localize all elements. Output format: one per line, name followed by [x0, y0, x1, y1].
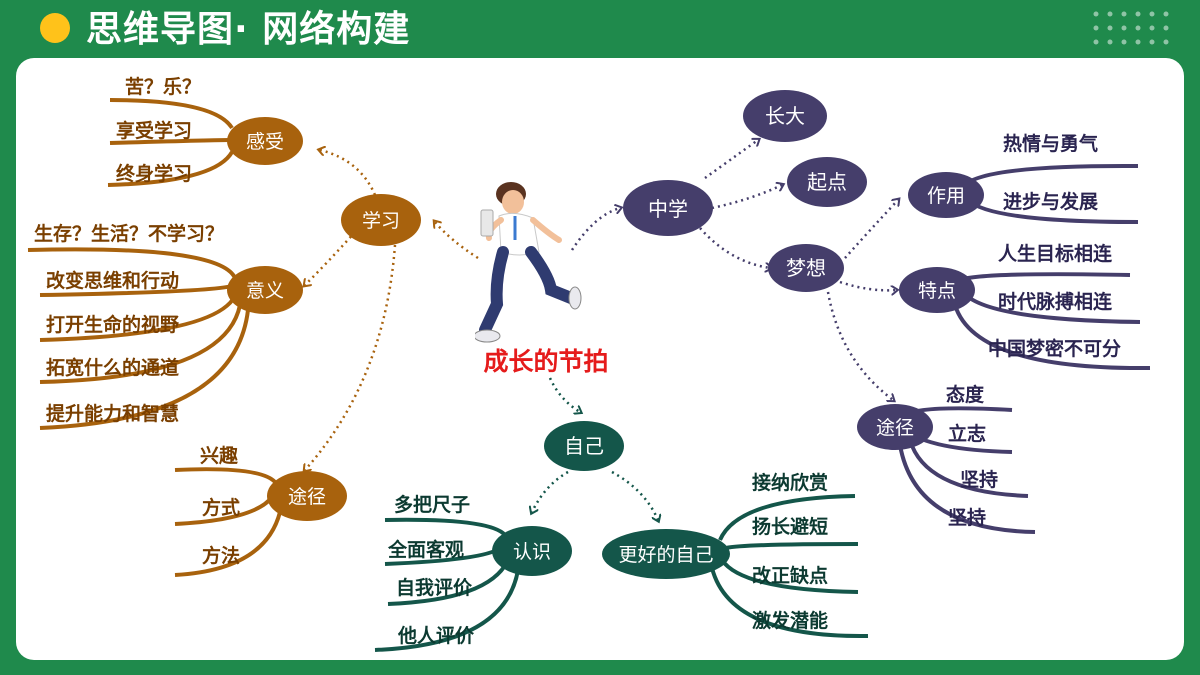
node-know-label: 认识	[513, 541, 551, 563]
node-dream[interactable]	[768, 244, 844, 292]
node-start[interactable]	[787, 157, 867, 207]
node-meaning[interactable]	[227, 266, 303, 314]
title-dot-icon	[40, 13, 70, 43]
bottom-branch: 自己 认识 更好的自己 多把尺子 全面客观 自我评价 他人评价 接纳欣赏 扬长避…	[374, 377, 869, 652]
node-effect-label: 作用	[927, 185, 965, 207]
leaf: 中国梦密不可分	[988, 337, 1121, 360]
leaf: 改正缺点	[752, 564, 828, 587]
leaf: 激发潜能	[752, 609, 828, 632]
node-better-self[interactable]	[602, 529, 730, 579]
node-way-left[interactable]	[267, 471, 347, 521]
node-self[interactable]	[544, 421, 624, 471]
page-title: 思维导图· 网络构建	[86, 9, 411, 50]
node-middle-school[interactable]	[623, 180, 713, 236]
connector	[711, 185, 782, 210]
leaf: 立志	[948, 422, 986, 445]
node-study-label: 学习	[362, 210, 400, 232]
connector	[826, 291, 893, 400]
leaf: 改变思维和行动	[46, 269, 179, 292]
node-feel-label: 感受	[246, 131, 284, 153]
leaf: 坚持	[960, 468, 998, 491]
left-branch: 学习 感受 意义 途径 苦？乐？ 享受学习 终身学习 生存？生活？不学习？ 改变…	[27, 75, 479, 577]
node-trait[interactable]	[899, 267, 975, 313]
leaf: 坚持	[948, 506, 986, 529]
leaf: 接纳欣赏	[752, 471, 828, 494]
connector	[532, 470, 569, 512]
header: 思维导图· 网络构建	[0, 0, 1200, 58]
leaf: 自我评价	[396, 576, 473, 599]
running-student-illustration	[475, 182, 582, 343]
node-way-right[interactable]	[857, 404, 933, 450]
content-panel	[16, 58, 1184, 660]
connector	[704, 140, 758, 180]
connector	[570, 208, 620, 251]
connector	[305, 231, 356, 285]
connector	[548, 377, 580, 412]
node-grow[interactable]	[743, 90, 827, 142]
node-trait-label: 特点	[918, 280, 956, 302]
leaf: 提升能力和智慧	[46, 402, 179, 425]
leaf: 热情与勇气	[1003, 132, 1098, 155]
node-way-left-label: 途径	[288, 486, 326, 508]
connector	[611, 470, 658, 520]
leaf: 他人评价	[397, 624, 475, 647]
connector	[839, 280, 896, 290]
connector	[435, 222, 479, 260]
leaf: 方法	[202, 544, 240, 567]
leaf: 多把尺子	[394, 493, 470, 516]
node-better-self-label: 更好的自己	[618, 544, 713, 566]
connector	[320, 150, 377, 196]
node-grow-label: 长大	[765, 104, 805, 128]
leaf: 打开生命的视野	[46, 313, 179, 336]
node-dream-label: 梦想	[786, 256, 826, 280]
leaf: 时代脉搏相连	[998, 290, 1113, 313]
leaf: 人生目标相连	[998, 242, 1113, 265]
connector	[305, 244, 397, 470]
leaf: 进步与发展	[1003, 190, 1098, 213]
leaf: 全面客观	[387, 538, 464, 561]
dots-decoration-icon	[1093, 11, 1169, 45]
connector	[699, 227, 770, 268]
node-self-label: 自己	[564, 434, 604, 458]
node-start-label: 起点	[807, 170, 847, 194]
node-know[interactable]	[492, 526, 572, 576]
leaf: 拓宽什么的通道	[46, 356, 179, 379]
leaf: 享受学习	[116, 119, 192, 142]
connector	[844, 200, 898, 259]
node-middle-school-label: 中学	[648, 197, 688, 221]
leaf: 态度	[946, 383, 985, 406]
leaf: 扬长避短	[752, 515, 828, 538]
node-way-right-label: 途径	[876, 417, 914, 439]
leaf: 苦？乐？	[125, 75, 201, 98]
right-branch: 中学 长大 起点 梦想 作用 特点 途径 热情与勇气 进步与发展 人生目标相连 …	[570, 90, 1151, 534]
node-effect[interactable]	[908, 172, 984, 218]
node-meaning-label: 意义	[246, 280, 284, 302]
node-study[interactable]	[341, 194, 421, 246]
leaf: 方式	[202, 496, 240, 519]
leaf: 生存？生活？不学习？	[34, 222, 224, 245]
center-title: 成长的节拍	[483, 347, 608, 376]
node-feel[interactable]	[227, 117, 303, 165]
leaf: 终身学习	[116, 162, 192, 185]
leaf: 兴趣	[200, 444, 239, 467]
